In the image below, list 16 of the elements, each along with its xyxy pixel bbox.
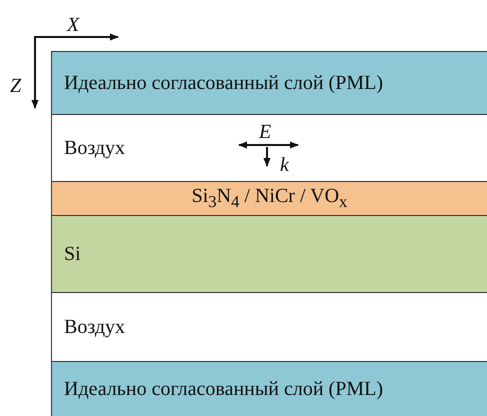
layer-label: Идеально согласованный слой (PML) [64,378,384,400]
layer-label: Воздух [64,316,126,338]
pml-layer [51,361,487,416]
vector-label: E [259,122,272,142]
silicon-layer [51,215,487,292]
air-layer [51,114,487,181]
film-stack-layer [51,181,487,215]
layer-label: Si [64,242,81,266]
air-layer [51,292,487,361]
layer-label: Воздух [64,136,126,160]
layer-label: Идеально согласованный слой (PML) [64,72,384,94]
axis-label: Z [10,76,22,96]
axis-label: X [67,15,80,35]
pml-layer [51,51,487,114]
layer-label: Si$_{3}$N$_{4}$ / NiCr / VO$_{x}$ [192,185,348,212]
vector-label: k [280,155,289,175]
